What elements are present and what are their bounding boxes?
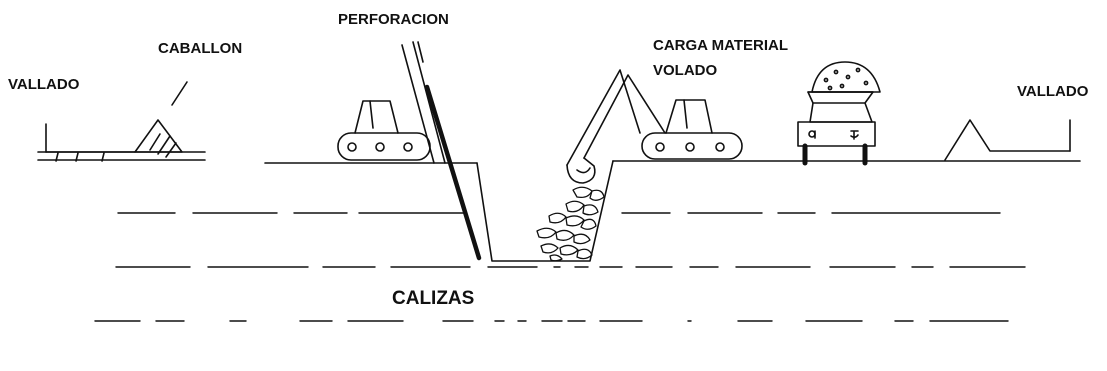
blasted-rock-pile [536, 186, 605, 262]
fence-right-label: VALLADO [1017, 83, 1089, 100]
fence-left-label: VALLADO [8, 76, 80, 93]
berm-mound [134, 81, 188, 158]
trench-outline [476, 160, 614, 262]
berm-label: CABALLON [158, 40, 243, 57]
excavator [566, 69, 743, 184]
right-berm [944, 119, 1071, 161]
drill-rod [424, 84, 482, 261]
ground-surface [37, 151, 1081, 164]
left-fence [45, 123, 136, 162]
drill-rig [337, 41, 446, 164]
loading-label-line1: CARGA MATERIAL [653, 37, 788, 54]
limestone-label: CALIZAS [392, 288, 475, 309]
haul-truck [797, 61, 881, 166]
loading-label-line2: VOLADO [653, 62, 718, 79]
limestone-strata [94, 212, 1026, 322]
drilling-label: PERFORACION [338, 11, 449, 28]
